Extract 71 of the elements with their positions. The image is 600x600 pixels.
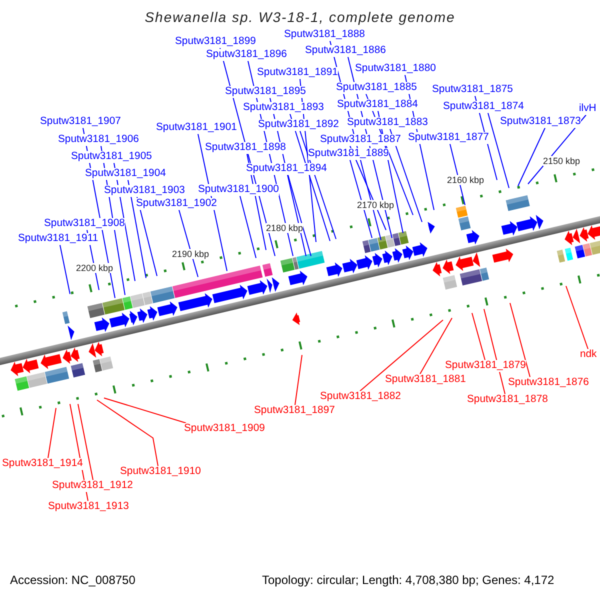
leader-line — [420, 318, 452, 374]
leader-line — [488, 112, 510, 188]
gene-label: Sputw3181_1892 — [258, 119, 339, 131]
gene-label: Sputw3181_1888 — [284, 29, 365, 41]
gene-label: Sputw3181_1879 — [445, 360, 526, 372]
gene-label: Sputw3181_1891 — [257, 67, 338, 79]
gene-label: Sputw3181_1909 — [184, 423, 265, 435]
gene-label: Sputw3181_1874 — [443, 101, 524, 113]
gene-label: Sputw3181_1904 — [85, 168, 166, 180]
scale-label: 2150 kbp — [543, 156, 580, 166]
leader-line — [288, 174, 312, 256]
gene-label: Sputw3181_1877 — [408, 132, 489, 144]
gene-label: Sputw3181_1911 — [18, 233, 98, 245]
gene-label: Sputw3181_1887 — [320, 134, 401, 146]
gene-label: Sputw3181_1899 — [175, 36, 256, 48]
gene-label: Sputw3181_1893 — [243, 102, 324, 114]
gene-label: Sputw3181_1881 — [385, 374, 466, 386]
scale-label: 2170 kbp — [357, 200, 394, 210]
gene-label: Sputw3181_1889 — [308, 148, 389, 160]
leader-line — [390, 128, 422, 222]
leader-line — [178, 210, 198, 278]
gene-label: Sputw3181_1903 — [104, 185, 185, 197]
gene-label: Sputw3181_1908 — [44, 218, 125, 230]
gene-label: Sputw3181_1906 — [58, 134, 139, 146]
leader-line — [128, 180, 146, 278]
gene-label: Sputw3181_1910 — [120, 466, 201, 478]
gene-label: Sputw3181_1898 — [205, 142, 286, 154]
leader-line — [510, 302, 530, 378]
gene-label: Sputw3181_1896 — [206, 49, 287, 61]
gene-label: Sputw3181_1894 — [246, 163, 327, 175]
gene-label: Sputw3181_1885 — [336, 82, 417, 94]
gene-label: Sputw3181_1873 — [500, 116, 581, 128]
leader-line — [566, 286, 588, 350]
genome-stats-text: Topology: circular; Length: 4,708,380 bp; Genes: 4,172 — [262, 574, 554, 588]
leader-line — [472, 312, 486, 360]
leader-line — [350, 160, 372, 238]
leader-line — [60, 244, 70, 294]
leader-line — [104, 398, 186, 424]
gene-label: Sputw3181_1912 — [52, 480, 133, 492]
gene-label: Sputw3181_1876 — [508, 377, 589, 389]
gene-label: Sputw3181_1901 — [156, 122, 237, 134]
leader-line — [360, 320, 444, 392]
leader-line — [96, 400, 158, 466]
gene-label: Sputw3181_1883 — [347, 117, 428, 129]
gene-label: Sputw3181_1897 — [254, 405, 335, 417]
gene-label: Sputw3181_1884 — [337, 99, 418, 111]
leader-line — [300, 130, 336, 240]
gene-label: Sputw3181_1886 — [305, 45, 386, 57]
gene-label: Sputw3181_1880 — [355, 63, 436, 75]
gene-label: Sputw3181_1907 — [40, 116, 121, 128]
gene-label: Sputw3181_1905 — [71, 151, 152, 163]
leader-line — [78, 404, 94, 480]
gene-label: Sputw3181_1875 — [432, 84, 513, 96]
leader-line — [484, 308, 506, 394]
scale-label: 2200 kbp — [76, 263, 114, 274]
scale-label: 2190 kbp — [172, 249, 210, 260]
gene-label: Sputw3181_1882 — [320, 391, 401, 403]
gene-label: Sputw3181_1878 — [467, 394, 548, 406]
gene-label: Sputw3181_1900 — [198, 184, 279, 196]
gene-label: Sputw3181_1914 — [2, 458, 83, 470]
scale-label: 2180 kbp — [266, 223, 304, 234]
leader-line — [240, 196, 256, 258]
scale-label: 2160 kbp — [447, 175, 484, 186]
gene-label: ilvH — [579, 103, 596, 115]
gene-label: Sputw3181_1895 — [225, 86, 306, 98]
leader-line — [294, 354, 302, 406]
accession-text: Accession: NC_008750 — [10, 574, 136, 588]
gene-label: Sputw3181_1913 — [48, 501, 129, 513]
gene-label: Sputw3181_1902 — [136, 198, 217, 210]
leader-line — [518, 128, 546, 186]
leader-line — [48, 408, 56, 458]
